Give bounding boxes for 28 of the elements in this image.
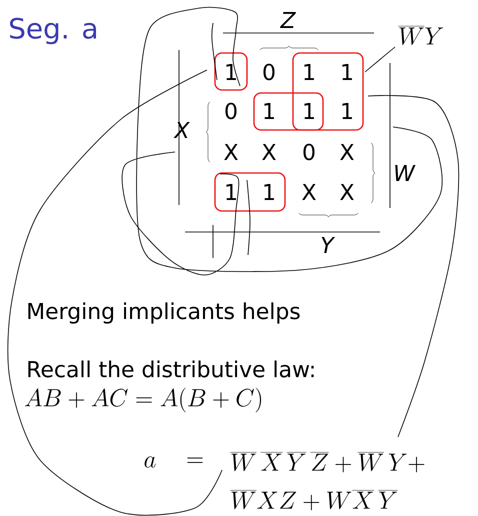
map-cell: 1 bbox=[304, 64, 314, 80]
equation: $a$ bbox=[144, 456, 156, 468]
handwritten-term: $\overline{W}Y$ bbox=[398, 26, 443, 45]
variable-label: W bbox=[395, 165, 416, 181]
variable-label: Y bbox=[322, 237, 336, 253]
text-line: Recall the distributive law: bbox=[28, 360, 314, 378]
equation: $=$ bbox=[187, 458, 203, 463]
map-cell: 0 bbox=[303, 144, 314, 160]
map-cell: X bbox=[262, 144, 276, 160]
map-cell: 1 bbox=[226, 184, 236, 200]
map-cell: X bbox=[302, 184, 316, 200]
map-cell: X bbox=[224, 144, 238, 160]
map-cell: 1 bbox=[264, 103, 274, 119]
map-cell: 1 bbox=[342, 103, 352, 119]
slide-title: Seg. a bbox=[10, 18, 96, 44]
map-cell: X bbox=[340, 184, 354, 200]
map-cell: 0 bbox=[225, 102, 236, 120]
map-cell: 1 bbox=[342, 64, 352, 80]
map-cell: 1 bbox=[226, 64, 236, 80]
equation: $\overline{W}\,\overline{X}\,\overline{Y}\,\overline{Z}+\overline{W}\,Y+$ bbox=[230, 452, 424, 472]
map-cell: 1 bbox=[264, 184, 274, 200]
equation: $\overline{W}XZ+W\overline{X}\,\overline{Y}$ bbox=[230, 490, 398, 510]
variable-label: Z bbox=[280, 12, 296, 28]
map-cell: 1 bbox=[304, 103, 314, 119]
equation: $AB+AC=A(B+C)$ bbox=[25, 388, 262, 412]
text-line: Merging implicants helps bbox=[28, 302, 300, 324]
map-cell: X bbox=[340, 144, 354, 160]
map-cell: 0 bbox=[263, 64, 274, 80]
